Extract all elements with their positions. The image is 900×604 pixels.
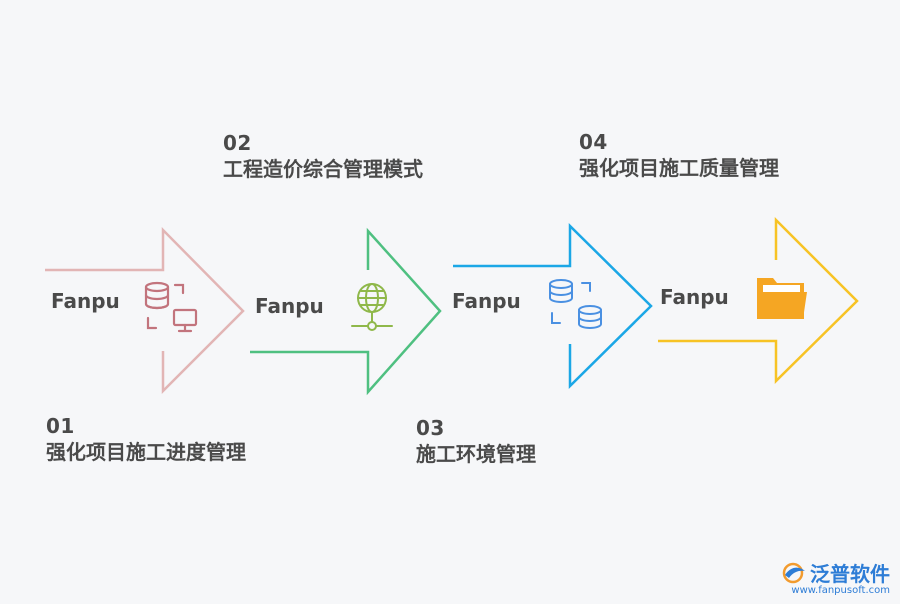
brand-logo: 泛普软件 www.fanpusoft.com	[781, 558, 890, 596]
step-3-title: 施工环境管理	[416, 442, 536, 466]
step-2-number: 02	[223, 131, 252, 155]
arrow-4	[658, 216, 859, 384]
globe-network-icon	[351, 283, 393, 331]
step-2-label: 02 工程造价综合管理模式	[223, 130, 423, 182]
logo-url: www.fanpusoft.com	[791, 585, 890, 596]
step-2-title: 工程造价综合管理模式	[223, 157, 423, 181]
fanpu-logo-icon	[782, 562, 805, 583]
arrow-2-text: Fanpu	[255, 294, 324, 318]
step-1-title: 强化项目施工进度管理	[46, 440, 246, 464]
arrow-2	[250, 227, 442, 396]
arrow-1	[45, 226, 245, 395]
logo-name: 泛普软件	[810, 562, 890, 586]
folder-icon	[757, 278, 807, 319]
step-1-number: 01	[46, 414, 75, 438]
step-1-label: 01 强化项目施工进度管理	[46, 413, 246, 465]
arrow-3-text: Fanpu	[452, 289, 521, 313]
arrow-4-text: Fanpu	[660, 285, 729, 309]
step-3-number: 03	[416, 416, 445, 440]
arrow-3	[453, 223, 653, 389]
database-monitor-icon	[144, 281, 198, 333]
step-4-title: 强化项目施工质量管理	[579, 156, 779, 180]
step-4-number: 04	[579, 130, 608, 154]
step-3-label: 03 施工环境管理	[416, 415, 536, 467]
database-sync-icon	[549, 279, 602, 329]
arrow-1-text: Fanpu	[51, 289, 120, 313]
step-4-label: 04 强化项目施工质量管理	[579, 129, 779, 181]
